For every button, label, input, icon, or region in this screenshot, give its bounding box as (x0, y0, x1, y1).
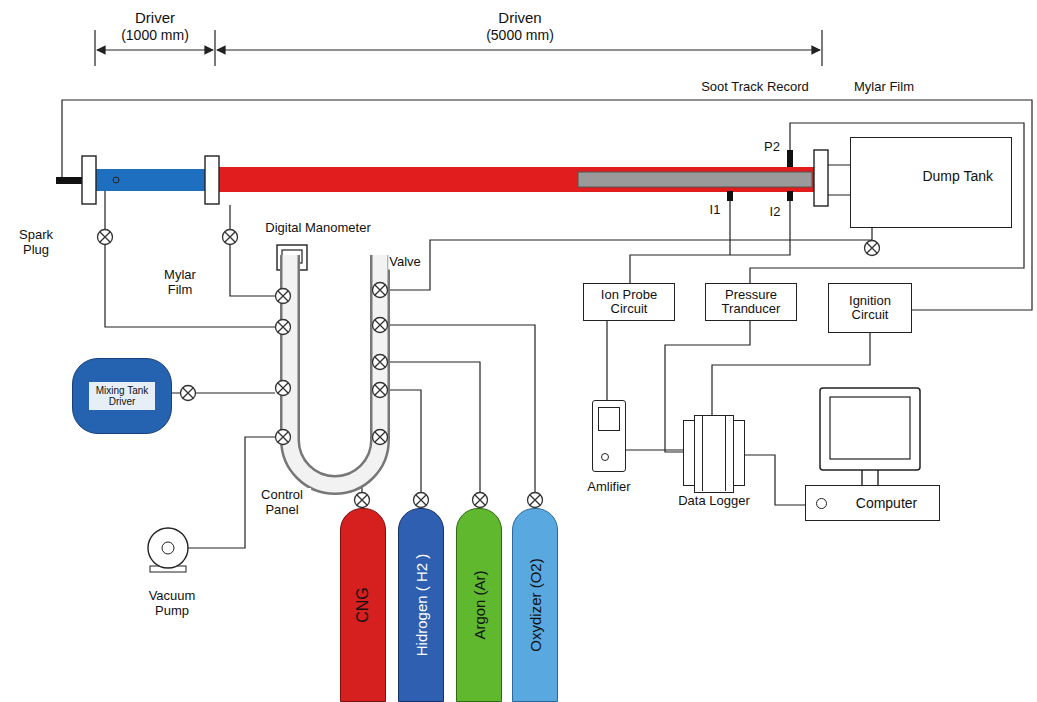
circuit-box: Ignition Circuit (828, 283, 912, 333)
valve-symbol (373, 383, 388, 398)
gas-cylinder: Oxydizer (O2) (512, 508, 558, 702)
part-label: Mylar Film (157, 268, 203, 298)
part-label: Spark Plug (13, 228, 59, 258)
part-label: (1000 mm) (120, 27, 190, 43)
part-label: I1 (709, 203, 722, 218)
node-text: Argon (Ar) (471, 570, 488, 639)
node-text: Pressure Tranducer (710, 288, 792, 317)
part-label: (5000 mm) (485, 27, 555, 43)
valve-symbol (276, 381, 291, 396)
node-text: Ignition Circuit (833, 294, 907, 323)
gas-cylinder: Argon (Ar) (456, 508, 502, 702)
signal-wire (745, 455, 805, 505)
part-label: Mylar Film (853, 80, 915, 95)
node-text: Data Logger (678, 493, 750, 508)
valve-symbol (373, 318, 388, 333)
valve-symbol (355, 493, 370, 508)
node-text: Ion Probe Circuit (588, 288, 670, 317)
node-text: Computer (856, 495, 917, 511)
signal-wire (712, 333, 870, 420)
part-label: Driven (497, 9, 542, 26)
valve-symbol (276, 430, 291, 445)
signal-wire (606, 321, 607, 400)
valve-symbol (865, 241, 880, 256)
part-label: P2 (763, 140, 781, 155)
part-label: Control Panel (253, 488, 311, 518)
valve-symbol (181, 386, 196, 401)
part-label: Soot Track Record (700, 80, 810, 95)
dump-tank: Dump Tank (850, 137, 1012, 228)
transducer-box: Pressure Tranducer (705, 283, 797, 321)
computer-base: Computer (805, 485, 940, 521)
gas-cylinder: Hidrogen ( H2 ) (398, 508, 444, 702)
valve-symbol (473, 493, 488, 508)
node-text: Hidrogen ( H2 ) (413, 554, 430, 657)
part-label: Driver (134, 9, 176, 26)
amplifier-device: Amlifier (592, 400, 626, 472)
valve-symbol (414, 493, 429, 508)
valve-symbol (276, 320, 291, 335)
circuit-box: Ion Probe Circuit (583, 283, 675, 321)
valve-symbol (373, 283, 388, 298)
node-text: Amlifier (587, 479, 630, 494)
node-text: Dump Tank (922, 168, 993, 184)
valve-symbol (98, 230, 113, 245)
valve-symbol (528, 493, 543, 508)
gas-cylinder: CNG (340, 508, 386, 702)
part-label: Valve (388, 255, 422, 270)
valve-symbol (223, 230, 238, 245)
valve-symbol (373, 355, 388, 370)
node-text: Oxydizer (O2) (527, 558, 544, 651)
node-text: CNG (354, 587, 372, 623)
node-text: Mixing Tank Driver (89, 382, 155, 410)
part-label: Digital Manometer (264, 221, 372, 236)
valve-symbol (276, 289, 291, 304)
valve-symbol (373, 430, 388, 445)
part-label: Vacuum Pump (141, 589, 203, 619)
data-logger: Data Logger (683, 420, 745, 486)
signal-wire (626, 449, 683, 450)
part-label: I2 (769, 205, 782, 220)
mixing-tank: Mixing Tank Driver (72, 358, 172, 434)
